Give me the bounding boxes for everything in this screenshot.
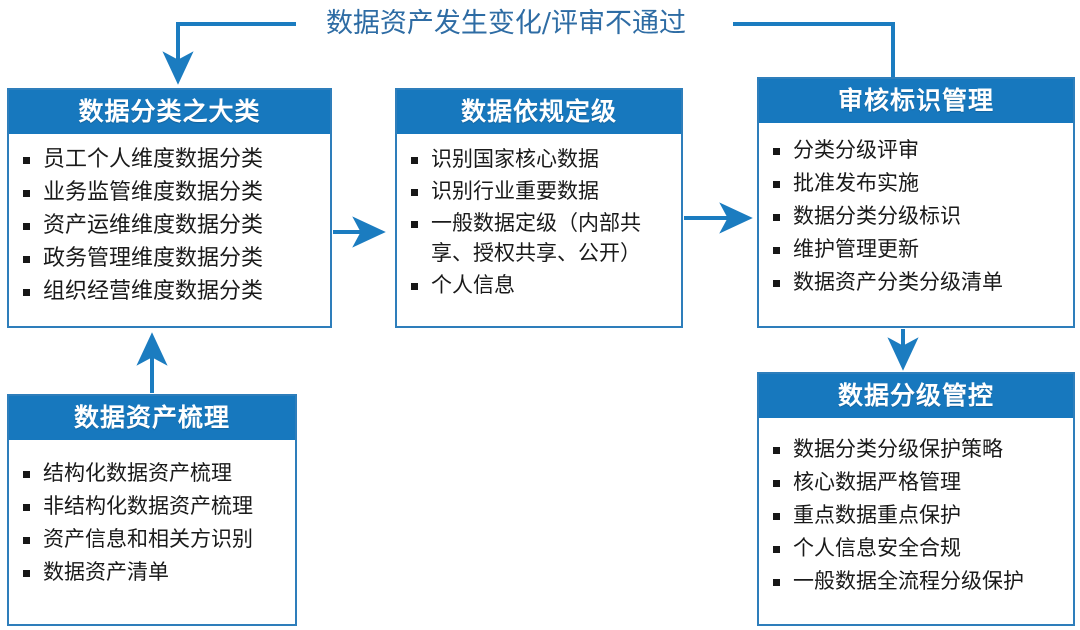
- box-inventory-list: 结构化数据资产梳理 非结构化数据资产梳理 资产信息和相关方识别 数据资产清单: [19, 458, 287, 588]
- box-inventory-header: 数据资产梳理: [9, 396, 295, 440]
- list-item: 组织经营维度数据分类: [19, 276, 322, 307]
- box-classification[interactable]: 数据分类之大类 员工个人维度数据分类 业务监管维度数据分类 资产运维维度数据分类…: [7, 88, 332, 328]
- box-audit-header: 审核标识管理: [759, 79, 1073, 123]
- list-item: 批准发布实施: [769, 168, 1065, 199]
- box-classification-header: 数据分类之大类: [9, 90, 330, 134]
- box-control[interactable]: 数据分级管控 数据分类分级保护策略 核心数据严格管理 重点数据重点保护 个人信息…: [757, 372, 1075, 626]
- box-classification-list: 员工个人维度数据分类 业务监管维度数据分类 资产运维维度数据分类 政务管理维度数…: [19, 144, 322, 307]
- list-item: 业务监管维度数据分类: [19, 177, 322, 208]
- box-grading-list: 识别国家核心数据 识别行业重要数据 一般数据定级（内部共享、授权共享、公开） 个…: [407, 144, 673, 300]
- list-item: 个人信息: [407, 270, 673, 300]
- list-item: 员工个人维度数据分类: [19, 144, 322, 175]
- box-inventory-body: 结构化数据资产梳理 非结构化数据资产梳理 资产信息和相关方识别 数据资产清单: [9, 440, 295, 624]
- list-item: 重点数据重点保护: [769, 500, 1065, 531]
- list-item: 结构化数据资产梳理: [19, 458, 287, 489]
- list-item: 维护管理更新: [769, 234, 1065, 265]
- box-grading-header: 数据依规定级: [397, 90, 681, 134]
- list-item: 数据资产分类分级清单: [769, 267, 1065, 298]
- list-item: 识别行业重要数据: [407, 176, 673, 206]
- box-grading-body: 识别国家核心数据 识别行业重要数据 一般数据定级（内部共享、授权共享、公开） 个…: [397, 134, 681, 326]
- box-inventory[interactable]: 数据资产梳理 结构化数据资产梳理 非结构化数据资产梳理 资产信息和相关方识别 数…: [7, 394, 297, 626]
- list-item: 个人信息安全合规: [769, 533, 1065, 564]
- box-control-body: 数据分类分级保护策略 核心数据严格管理 重点数据重点保护 个人信息安全合规 一般…: [759, 418, 1073, 624]
- list-item: 数据资产清单: [19, 557, 287, 588]
- list-item: 资产运维维度数据分类: [19, 210, 322, 241]
- box-audit[interactable]: 审核标识管理 分类分级评审 批准发布实施 数据分类分级标识 维护管理更新 数据资…: [757, 77, 1075, 328]
- list-item: 资产信息和相关方识别: [19, 524, 287, 555]
- box-control-list: 数据分类分级保护策略 核心数据严格管理 重点数据重点保护 个人信息安全合规 一般…: [769, 434, 1065, 597]
- list-item: 数据分类分级保护策略: [769, 434, 1065, 465]
- box-audit-body: 分类分级评审 批准发布实施 数据分类分级标识 维护管理更新 数据资产分类分级清单: [759, 123, 1073, 326]
- box-control-header: 数据分级管控: [759, 374, 1073, 418]
- list-item: 一般数据全流程分级保护: [769, 566, 1065, 597]
- box-grading[interactable]: 数据依规定级 识别国家核心数据 识别行业重要数据 一般数据定级（内部共享、授权共…: [395, 88, 683, 328]
- list-item: 核心数据严格管理: [769, 467, 1065, 498]
- list-item: 一般数据定级（内部共享、授权共享、公开）: [407, 208, 673, 268]
- box-audit-list: 分类分级评审 批准发布实施 数据分类分级标识 维护管理更新 数据资产分类分级清单: [769, 135, 1065, 298]
- feedback-loop-label: 数据资产发生变化/评审不通过: [325, 8, 687, 39]
- list-item: 非结构化数据资产梳理: [19, 491, 287, 522]
- list-item: 政务管理维度数据分类: [19, 243, 322, 274]
- box-classification-body: 员工个人维度数据分类 业务监管维度数据分类 资产运维维度数据分类 政务管理维度数…: [9, 134, 330, 326]
- list-item: 数据分类分级标识: [769, 201, 1065, 232]
- list-item: 识别国家核心数据: [407, 144, 673, 174]
- list-item: 分类分级评审: [769, 135, 1065, 166]
